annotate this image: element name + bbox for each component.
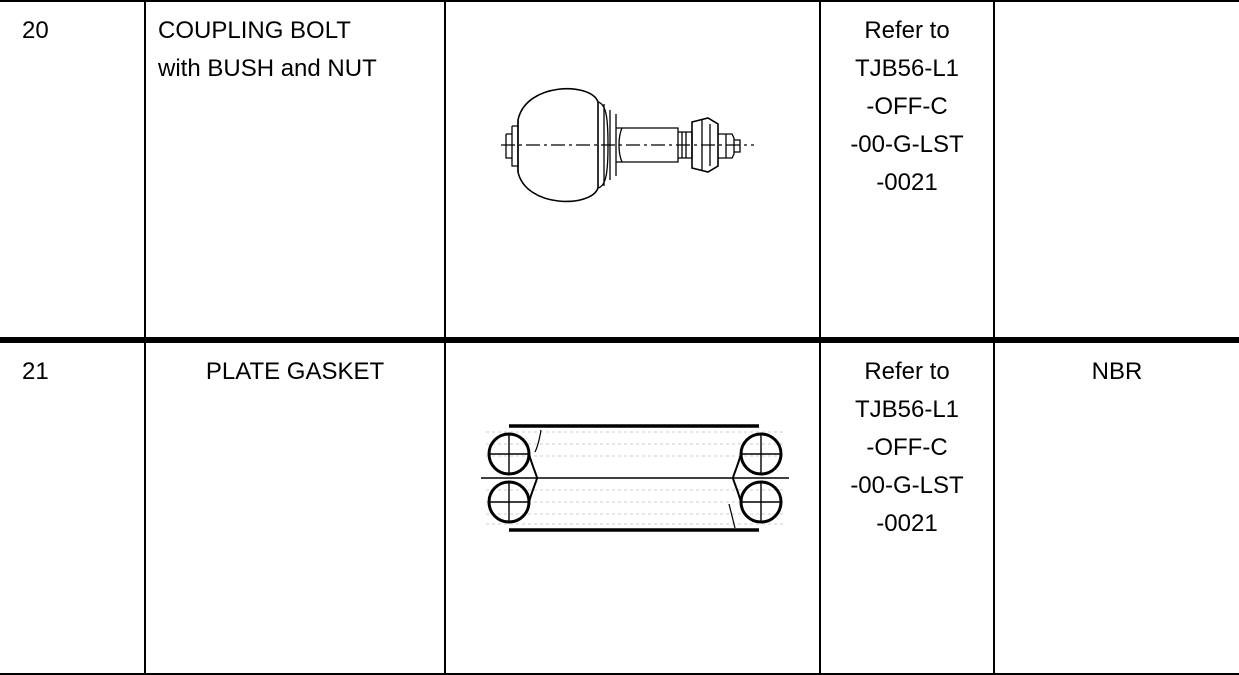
reference-line: -OFF-C: [866, 93, 948, 120]
material-cell: [993, 0, 1239, 341]
material-value: NBR: [1091, 358, 1143, 385]
reference-line: -0021: [876, 169, 938, 196]
item-number-cell: 21: [0, 337, 146, 675]
reference-line: Refer to: [864, 17, 950, 44]
part-name-cell: COUPLING BOLT with BUSH and NUT: [144, 0, 446, 341]
reference-cell: Refer to TJB56-L1 -OFF-C -00-G-LST -0021: [819, 337, 995, 675]
reference-line: -0021: [876, 510, 938, 537]
reference-cell: Refer to TJB56-L1 -OFF-C -00-G-LST -0021: [819, 0, 995, 341]
material-cell: NBR: [993, 337, 1239, 675]
part-name-line: COUPLING BOLT: [158, 17, 351, 44]
part-image-cell: [444, 0, 821, 341]
plate-gasket-drawing-icon: [481, 424, 789, 532]
reference-line: Refer to: [864, 358, 950, 385]
reference-line: TJB56-L1: [854, 55, 960, 82]
part-image-cell: [444, 337, 821, 675]
reference-line: -00-G-LST: [850, 472, 964, 499]
reference-line: TJB56-L1: [854, 396, 960, 423]
table-row: 20 COUPLING BOLT with BUSH and NUT: [0, 0, 1239, 341]
table-row: 21 PLATE GASKET: [0, 337, 1239, 675]
item-number: 21: [22, 358, 49, 385]
reference-line: -OFF-C: [866, 434, 948, 461]
item-number-cell: 20: [0, 0, 146, 341]
part-name-line: PLATE GASKET: [205, 358, 385, 385]
item-number: 20: [22, 17, 49, 44]
part-name-cell: PLATE GASKET: [144, 337, 446, 675]
reference-line: -00-G-LST: [850, 131, 964, 158]
coupling-bolt-drawing-icon: [501, 87, 754, 203]
part-name-line: with BUSH and NUT: [158, 55, 377, 82]
